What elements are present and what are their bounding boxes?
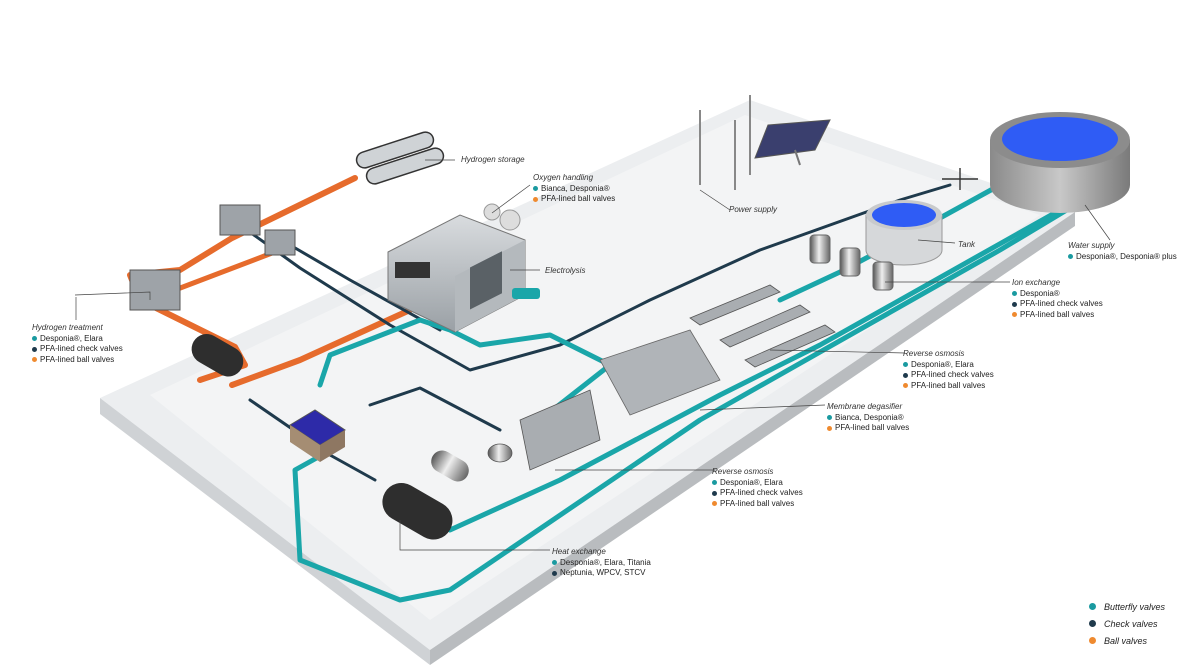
ion-exchange-vessels (809, 234, 894, 291)
hydrogen-treatment-label: Hydrogen treatment Desponia®, Elara PFA-… (32, 323, 123, 364)
membrane-degasifier-label: Membrane degasifier Bianca, Desponia® PF… (827, 402, 910, 432)
electrolysis-label: Electrolysis (545, 266, 586, 275)
hydrogen-storage-label: Hydrogen storage (461, 155, 525, 164)
hydrogen-treatment-skids (129, 204, 296, 311)
heat-exchangers (191, 334, 469, 540)
process-tank (865, 200, 943, 266)
water-supply-label: Water supply Desponia®, Desponia® plus (1068, 241, 1177, 261)
wind-turbines (699, 95, 751, 190)
membrane-degasifier-array (599, 329, 721, 416)
solar-panel (754, 119, 831, 166)
plate-stack (289, 409, 346, 462)
check-valve-pipes (238, 183, 952, 482)
ion-exchange-label: Ion exchange Desponia® PFA-lined check v… (1012, 278, 1103, 319)
hydrogen-storage-tanks (355, 131, 445, 185)
reverse-osmosis-left-label: Reverse osmosis Desponia®, Elara PFA-lin… (712, 467, 803, 508)
electrolysis-building (387, 203, 526, 333)
leader-lines (74, 159, 1111, 551)
power-supply-label: Power supply (729, 205, 778, 214)
oxygen-handling-label: Oxygen handling Bianca, Desponia® PFA-li… (533, 173, 616, 203)
reverse-osmosis-right-label: Reverse osmosis Desponia®, Elara PFA-lin… (903, 349, 994, 390)
legend-item-butterfly: Butterfly valves (1089, 598, 1165, 615)
reverse-osmosis-rack-left (487, 389, 601, 471)
compass-icon (942, 168, 978, 190)
valve-legend: Butterfly valves Check valves Ball valve… (1089, 598, 1165, 649)
water-supply-reservoir (990, 112, 1130, 213)
heat-exchange-label: Heat exchange Desponia®, Elara, Titania … (552, 547, 651, 577)
legend-item-ball: Ball valves (1089, 632, 1165, 649)
legend-item-check: Check valves (1089, 615, 1165, 632)
tank-label: Tank (958, 240, 976, 249)
reverse-osmosis-racks-right (689, 284, 836, 368)
car (512, 288, 540, 299)
